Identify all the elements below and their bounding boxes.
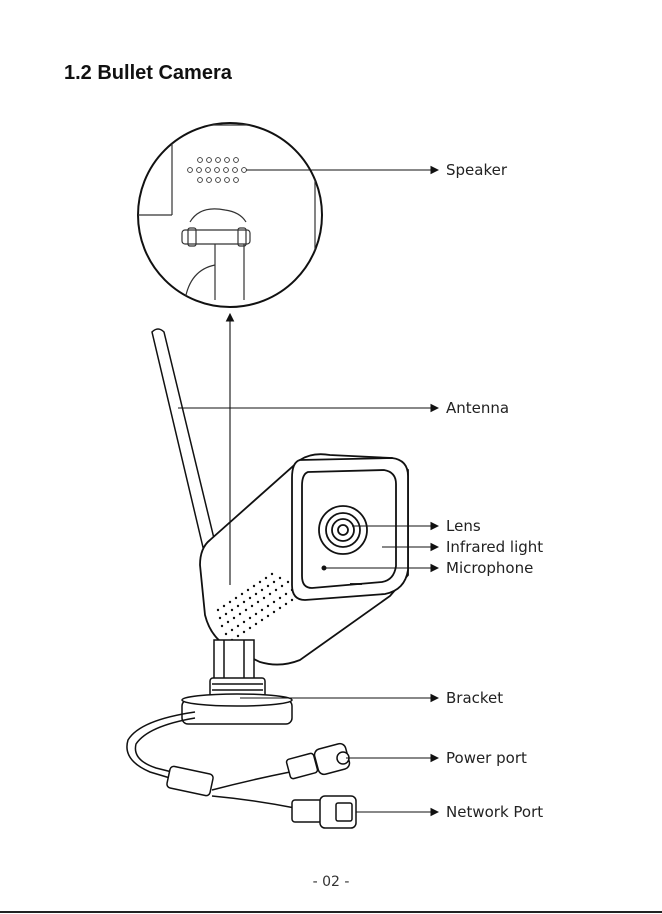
footer-rule (0, 911, 662, 913)
cable-assembly (127, 712, 356, 828)
page-number: - 02 - (0, 874, 662, 890)
antenna-shape (152, 329, 218, 560)
label-bracket: Bracket (446, 689, 503, 707)
camera-body (200, 454, 408, 664)
label-power-port: Power port (446, 749, 527, 767)
label-antenna: Antenna (446, 399, 509, 417)
label-lens: Lens (446, 517, 481, 535)
speaker-detail-zoom (135, 123, 322, 307)
label-microphone: Microphone (446, 559, 533, 577)
label-network-port: Network Port (446, 803, 543, 821)
label-infrared-light: Infrared light (446, 538, 543, 556)
label-speaker: Speaker (446, 161, 507, 179)
